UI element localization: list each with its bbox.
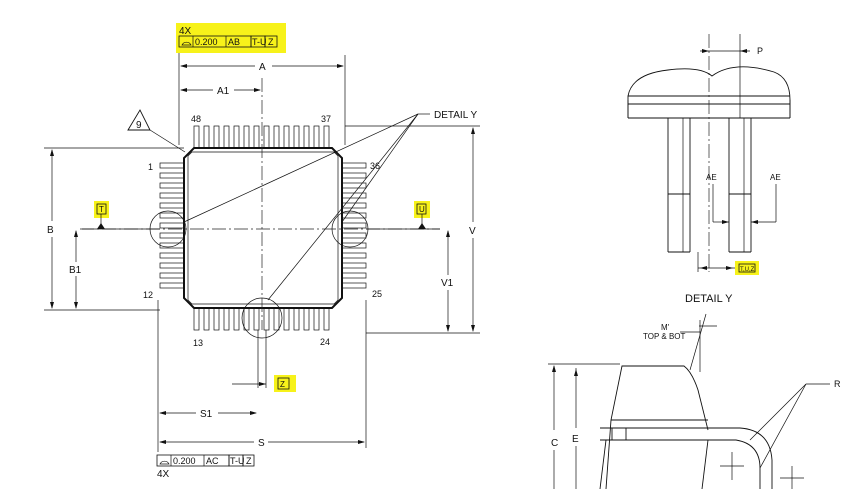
pin-1-label: 1 (148, 162, 153, 172)
datum-u-label: U (419, 205, 425, 214)
dimension-b1-label: B1 (69, 265, 82, 276)
dimension-p-label: P (757, 46, 763, 56)
pin-24-label: 24 (320, 337, 330, 347)
dimension-ae-right-label: AE (770, 173, 781, 182)
note-9-label: 9 (136, 120, 142, 131)
dimension-c-label: C (551, 438, 558, 449)
tolerance-bottom-datum1: AC (206, 456, 219, 466)
tolerance-bottom-count: 4X (157, 469, 170, 480)
dimension-s: S (159, 300, 367, 449)
datum-u: U (366, 201, 440, 230)
dimension-e-label: E (572, 434, 579, 445)
datum-z: Z (232, 330, 296, 392)
dimension-b-label: B (47, 225, 54, 236)
pin-numbers: 1 12 13 24 25 36 37 48 (143, 114, 382, 348)
note-9-marker: 9 (127, 109, 186, 153)
pin-12-label: 12 (143, 290, 153, 300)
dimension-v: V (345, 125, 480, 334)
dimension-a-label: A (259, 62, 266, 73)
tolerance-bottom-datum3: Z (246, 456, 252, 466)
dimension-b1: B1 (69, 230, 82, 309)
detail-y-leaders: DETAIL Y (183, 110, 477, 301)
dimension-a1-label: A1 (217, 86, 230, 97)
pin-37-label: 37 (321, 114, 331, 124)
pin-13-label: 13 (193, 338, 203, 348)
dimension-a: A (178, 53, 346, 145)
pin-25-label: 25 (372, 289, 382, 299)
dimension-r-label: R (834, 379, 841, 389)
tolerance-top-value: 0.200 (195, 37, 218, 47)
datum-z-label: Z (280, 380, 285, 389)
pin-48-label: 48 (191, 114, 201, 124)
pins-right (341, 162, 367, 289)
datum-t-label: T (99, 205, 104, 214)
dimension-v1: V1 (441, 230, 454, 332)
tolerance-bottom-datum2: T-U (230, 456, 245, 466)
dimension-s1-label: S1 (200, 409, 213, 420)
tolerance-top-datum2: T-U (252, 37, 267, 47)
top-bot-label: TOP & BOT (643, 332, 685, 341)
datum-t: T (82, 201, 160, 230)
pins-left (159, 162, 185, 289)
detail-y-callout: DETAIL Y (434, 110, 477, 121)
dimension-s1: S1 (157, 300, 257, 452)
tolerance-bottom-value: 0.200 (173, 456, 196, 466)
datum-tuz-label: T,U,Z (740, 267, 755, 273)
section-view: M' TOP & BOT C E R (548, 313, 841, 489)
dimension-v1-label: V1 (441, 278, 454, 289)
m-label: M' (661, 323, 670, 332)
detail-y-title: DETAIL Y (685, 293, 733, 305)
tolerance-top-datum3: Z (268, 37, 274, 47)
dimension-v-label: V (469, 226, 476, 237)
pins-top (193, 125, 330, 149)
profile-of-surface-icon (181, 41, 192, 46)
tolerance-top-datum1: AB (228, 37, 240, 47)
dimension-b: B (44, 147, 184, 311)
tolerance-frame-bottom: 0.200 AC T-U Z 4X (156, 454, 255, 480)
detail-y-view: P AE AE T,U,Z DETAIL Y (627, 34, 791, 305)
pin-36-label: 36 (370, 161, 380, 171)
dimension-s-label: S (258, 438, 265, 449)
package-body (80, 78, 440, 330)
dimension-a1: A1 (180, 86, 261, 97)
profile-of-surface-icon-bottom (159, 460, 170, 465)
tolerance-frame-top: 4X 0.200 AB T-U Z (176, 23, 286, 53)
dimension-ae-left-label: AE (706, 173, 717, 182)
tolerance-top-count: 4X (179, 26, 192, 37)
pins-bottom (193, 307, 330, 331)
